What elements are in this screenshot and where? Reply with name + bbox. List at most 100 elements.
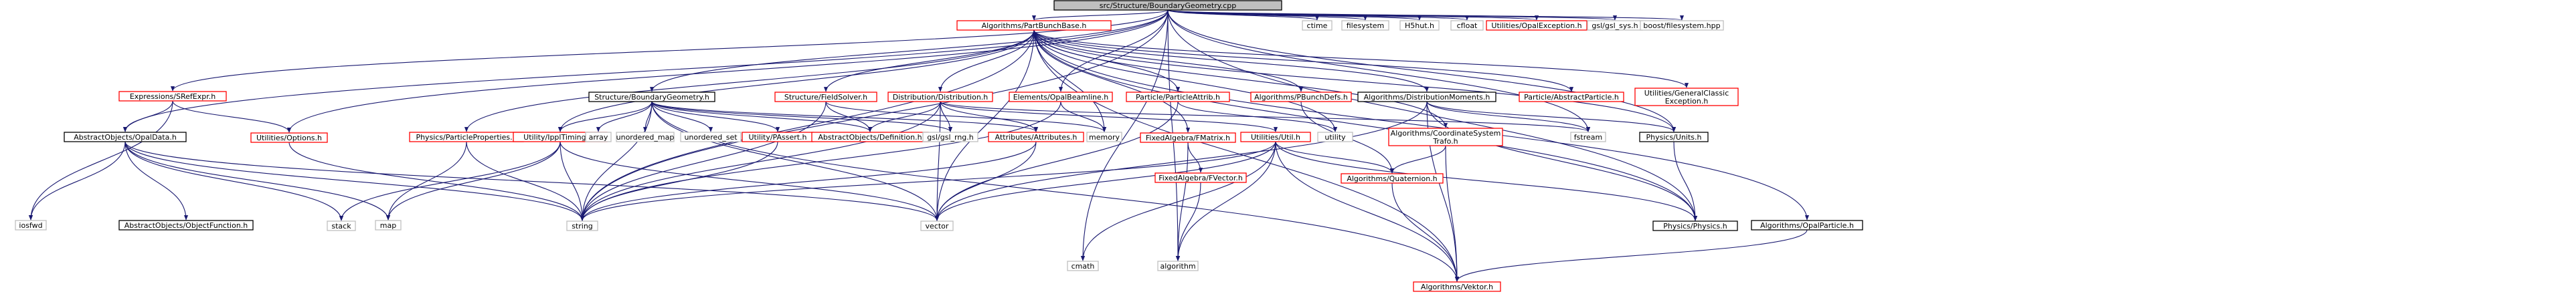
node-absopaldata[interactable]: AbstractObjects/OpalData.h <box>64 132 187 142</box>
edge-beamline-to-memory <box>1060 101 1107 132</box>
node-absparticle[interactable]: Particle/AbstractParticle.h <box>1519 92 1624 102</box>
node-array[interactable]: array <box>585 132 612 142</box>
node-quaternion[interactable]: Algorithms/Quaternion.h <box>1341 173 1444 184</box>
node-partattrib[interactable]: Particle/ParticleAttrib.h <box>1126 92 1230 102</box>
node-label: iosfwd <box>19 221 42 230</box>
node-fieldsolver[interactable]: Structure/FieldSolver.h <box>774 92 877 102</box>
edge-utilh-to-algorithm <box>1175 141 1276 261</box>
node-utilh[interactable]: Utilities/Util.h <box>1240 132 1311 142</box>
node-label: src/Structure/BoundaryGeometry.cpp <box>1100 1 1236 10</box>
edge-utilh-to-vektor <box>1275 141 1460 282</box>
node-umap[interactable]: unordered_map <box>616 132 675 142</box>
node-opalparticle[interactable]: Algorithms/OpalParticle.h <box>1751 220 1863 231</box>
node-label: FixedAlgebra/FMatrix.h <box>1146 134 1230 142</box>
node-string[interactable]: string <box>566 220 598 231</box>
node-root[interactable]: src/Structure/BoundaryGeometry.cpp <box>1053 0 1282 11</box>
node-label: Algorithms/OpalParticle.h <box>1760 221 1854 230</box>
node-iosfwd[interactable]: iosfwd <box>15 220 47 231</box>
node-label: Utility/IpplTimings.h <box>523 133 597 142</box>
edge-partattrib-to-vector <box>934 101 1179 221</box>
edge-options-to-string <box>288 142 585 221</box>
node-label: memory <box>1089 133 1120 142</box>
node-algorithm[interactable]: algorithm <box>1157 261 1199 271</box>
node-box <box>1399 20 1440 31</box>
edge-coordtrafo-to-quaternion <box>1389 145 1446 174</box>
node-label: Algorithms/Vektor.h <box>1421 283 1493 291</box>
node-vector[interactable]: vector <box>920 220 954 231</box>
node-fvector[interactable]: FixedAlgebra/FVector.h <box>1154 172 1247 183</box>
node-label: AbstractObjects/Definition.h <box>818 133 922 142</box>
node-filesystem[interactable]: filesystem <box>1341 20 1389 31</box>
node-options[interactable]: Utilities/Options.h <box>250 132 328 143</box>
node-box <box>250 132 328 143</box>
node-srefexpr[interactable]: Expressions/SRefExpr.h <box>118 91 227 102</box>
edge-absopaldata-to-objfunc <box>124 141 189 220</box>
node-attrib[interactable]: Attributes/Attributes.h <box>988 132 1084 142</box>
node-label: AbstractObjects/OpalData.h <box>74 133 177 142</box>
edge-bgeom-to-string <box>580 101 653 221</box>
node-box <box>118 220 254 231</box>
edge-ipptimings-to-vector <box>560 141 940 221</box>
node-objfunc[interactable]: AbstractObjects/ObjectFunction.h <box>118 220 254 231</box>
node-boostfs[interactable]: boost/filesystem.hpp <box>1640 20 1724 31</box>
edge-fmatrix-to-algorithm <box>1175 142 1189 261</box>
node-label: Physics/ParticleProperties.h <box>416 133 517 142</box>
node-cmath[interactable]: cmath <box>1067 261 1099 271</box>
edge-root-to-fstream <box>1167 9 1591 132</box>
edge-attrib-to-string <box>580 141 1037 221</box>
edge-fmatrix-to-fvector <box>1187 142 1203 173</box>
node-label: Elements/OpalBeamline.h <box>1013 93 1109 102</box>
node-label: unordered_set <box>684 133 738 142</box>
edge-srefexpr-to-options <box>172 100 292 133</box>
edge-partattrib-to-utility <box>1177 101 1338 132</box>
node-label: Structure/BoundaryGeometry.h <box>594 93 709 102</box>
node-label: FixedAlgebra/FVector.h <box>1158 174 1243 182</box>
node-label: Exception.h <box>1665 97 1709 106</box>
node-partbunch[interactable]: Algorithms/PartBunchBase.h <box>956 20 1112 31</box>
node-units[interactable]: Physics/Units.h <box>1639 132 1709 142</box>
edge-bgeom-to-vector <box>651 101 940 221</box>
node-beamline[interactable]: Elements/OpalBeamline.h <box>1009 92 1113 102</box>
edge-bgeom-to-ipptimings <box>557 101 653 132</box>
edge-partbunch-to-string <box>580 29 1035 221</box>
node-box <box>327 220 356 231</box>
node-passet[interactable]: Utility/PAssert.h <box>742 132 814 142</box>
node-gslrng[interactable]: gsl/gsl_rng.h <box>922 132 978 142</box>
node-opalexc[interactable]: Utilities/OpalException.h <box>1486 20 1587 31</box>
edge-absopaldata-to-stack <box>124 141 344 221</box>
node-label: string <box>572 222 593 231</box>
node-distrib[interactable]: Distribution/Distribution.h <box>887 92 993 102</box>
node-utility[interactable]: utility <box>1317 132 1353 142</box>
node-stack[interactable]: stack <box>327 220 356 231</box>
node-memory[interactable]: memory <box>1086 132 1122 142</box>
node-absdef[interactable]: AbstractObjects/Definition.h <box>811 132 929 142</box>
node-fmatrix[interactable]: FixedAlgebra/FMatrix.h <box>1140 132 1236 143</box>
node-fstream[interactable]: fstream <box>1570 132 1606 142</box>
edge-opalparticle-to-vektor <box>1455 229 1808 282</box>
node-label: stack <box>331 222 351 231</box>
node-partprops[interactable]: Physics/ParticleProperties.h <box>409 132 524 142</box>
node-label: Algorithms/DistributionMoments.h <box>1364 93 1490 102</box>
node-ipptimings[interactable]: Utility/IpplTimings.h <box>513 132 608 142</box>
node-map[interactable]: map <box>375 220 402 231</box>
node-box <box>1317 132 1353 142</box>
edge-ipptimings-to-map <box>385 141 561 220</box>
node-bgeom[interactable]: Structure/BoundaryGeometry.h <box>588 92 715 102</box>
node-pbunchdefs[interactable]: Algorithms/PBunchDefs.h <box>1250 92 1352 102</box>
edge-root-to-bgeom <box>650 9 1169 92</box>
node-box <box>956 20 1112 31</box>
node-uset[interactable]: unordered_set <box>680 132 742 142</box>
node-ctime[interactable]: ctime <box>1302 20 1333 31</box>
edge-distrib-to-absdef <box>867 101 941 132</box>
node-cfloat[interactable]: cfloat <box>1450 20 1484 31</box>
edge-fvector-to-algorithm <box>1175 182 1201 261</box>
node-physics[interactable]: Physics/Physics.h <box>1652 220 1738 231</box>
node-vektor[interactable]: Algorithms/Vektor.h <box>1413 281 1501 292</box>
node-gslsys[interactable]: gsl/gsl_sys.h <box>1587 20 1643 31</box>
node-box <box>887 92 993 102</box>
node-distmoments[interactable]: Algorithms/DistributionMoments.h <box>1357 92 1496 102</box>
node-h5hut[interactable]: H5hut.h <box>1399 20 1440 31</box>
edge-ipptimings-to-stack <box>339 141 561 221</box>
